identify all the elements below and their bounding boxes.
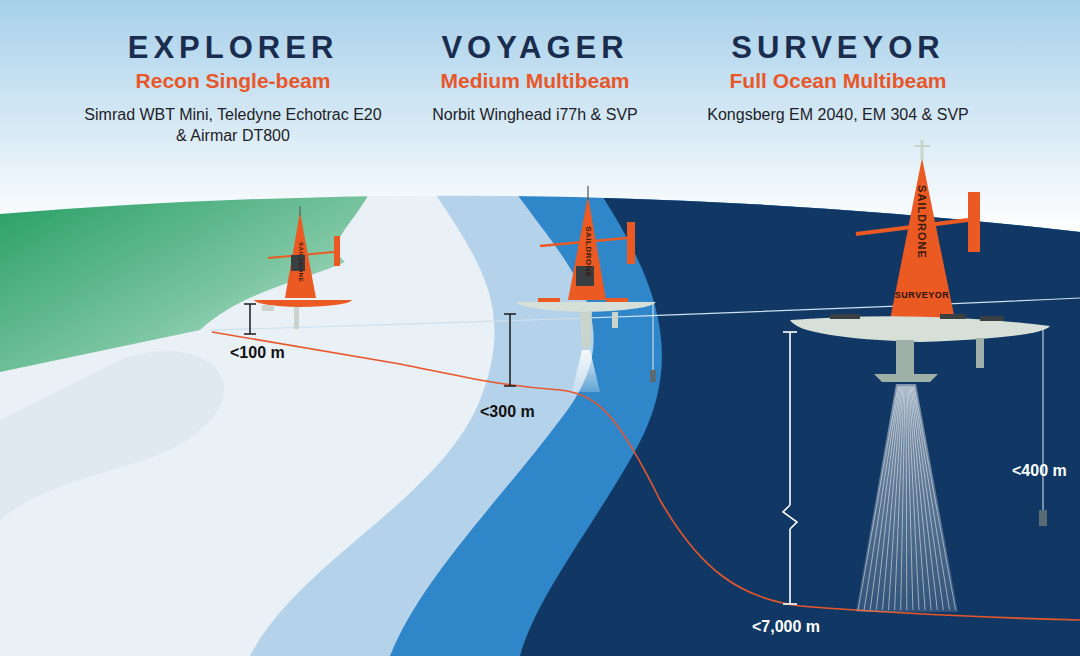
column-heading: SURVEYOR <box>731 30 944 66</box>
beam-ray <box>895 386 904 610</box>
depth-label: <300 m <box>480 403 535 421</box>
sensor-list: Simrad WBT Mini, Teledyne Echotrac E20 &… <box>83 104 383 146</box>
hull-brand: SAILDRONE <box>916 185 928 259</box>
beam-ray <box>889 386 904 610</box>
hull-brand: SAILDRONE <box>584 226 593 278</box>
beam-ray <box>914 386 956 610</box>
beam-ray <box>911 386 937 610</box>
depth-label: <400 m <box>1012 462 1067 480</box>
column-subtitle: Recon Single-beam <box>136 69 331 93</box>
beam-ray <box>912 386 943 610</box>
hull-brand: SAILDRONE <box>298 242 304 282</box>
sensor-list: Norbit Winghead i77h & SVP <box>432 104 637 125</box>
beam-ray <box>913 386 950 610</box>
column-heading: VOYAGER <box>441 30 628 66</box>
column-subtitle: Medium Multibeam <box>440 69 629 93</box>
depth-label: <100 m <box>230 344 285 362</box>
sensor-list: Kongsberg EM 2040, EM 304 & SVP <box>707 104 968 125</box>
depth-label: <7,000 m <box>752 618 820 636</box>
vessel-name: SURVEYOR <box>895 290 949 300</box>
column-heading: EXPLORER <box>128 30 339 66</box>
beam-ray <box>864 386 899 610</box>
column-subtitle: Full Ocean Multibeam <box>729 69 946 93</box>
beam-ray <box>906 386 908 610</box>
beam-ray <box>901 386 905 610</box>
beam-ray <box>876 386 901 610</box>
